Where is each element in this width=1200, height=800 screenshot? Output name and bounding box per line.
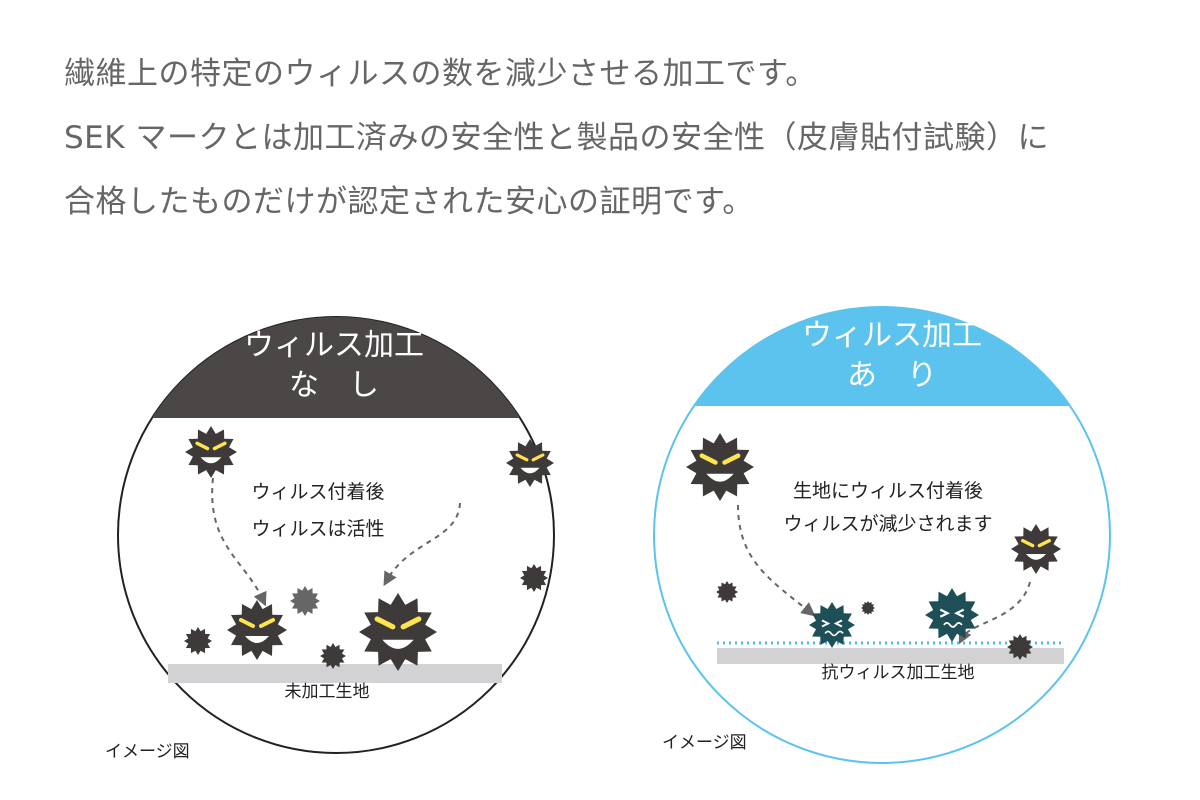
virus-icon: [925, 588, 979, 642]
virus-icon: [506, 439, 554, 487]
panel-note-line2: ウィルスが減少されます: [783, 513, 992, 535]
fabric-label: 抗ウィルス加工生地: [822, 663, 975, 683]
virus-icon: [686, 433, 754, 501]
panel-without-treatment: ウィルス加工 な し ウィルス付着後 ウィルスは活性 未加工生地: [117, 316, 555, 754]
virus-icon: [290, 586, 320, 616]
fabric-label: 未加工生地: [285, 682, 370, 702]
panel-with-treatment: ウィルス加工 あ り 生地にウィルス付着後 ウィルスが減少されます 抗ウィルス加…: [653, 306, 1111, 764]
virus-group: [686, 433, 1061, 660]
virus-icon: [520, 564, 548, 592]
intro-line-3: 合格したものだけが認定された安心の証明です。: [64, 184, 754, 220]
virus-icon: [809, 602, 855, 648]
fall-arrow: [958, 581, 1031, 645]
fabric-untreated: [168, 664, 502, 683]
intro-line-2: SEK マークとは加工済みの安全性と製品の安全性（皮膚貼付試験）に: [64, 120, 1049, 156]
intro-text: 繊維上の特定のウィルスの数を減少させる加工です。 SEK マークとは加工済みの安…: [64, 42, 1164, 234]
virus-icon: [227, 600, 287, 660]
panel-title-line1: ウィルス加工: [802, 318, 982, 353]
virus-icon: [716, 581, 738, 603]
virus-icon: [1011, 524, 1061, 574]
intro-line-1: 繊維上の特定のウィルスの数を減少させる加工です。: [64, 56, 817, 92]
virus-icon: [1007, 634, 1033, 660]
panel-title-line2: な し: [289, 368, 379, 403]
panel-note-line1: 生地にウィルス付着後: [793, 480, 983, 502]
fall-arrow: [211, 477, 267, 607]
panel-title-line2: あ り: [847, 358, 937, 393]
virus-group: [184, 426, 554, 671]
virus-icon: [861, 601, 875, 615]
virus-icon: [359, 593, 437, 671]
virus-icon: [184, 627, 212, 655]
virus-icon: [185, 426, 237, 478]
fall-arrow: [383, 502, 461, 587]
fabric-treated: [717, 648, 1064, 664]
caption-image-figure: イメージ図: [662, 733, 747, 753]
panel-note-line2: ウィルスは活性: [251, 518, 384, 540]
caption-image-figure: イメージ図: [105, 742, 190, 762]
virus-icon: [320, 643, 346, 669]
panel-title-line1: ウィルス加工: [244, 328, 424, 363]
panel-note-line1: ウィルス付着後: [251, 481, 384, 503]
